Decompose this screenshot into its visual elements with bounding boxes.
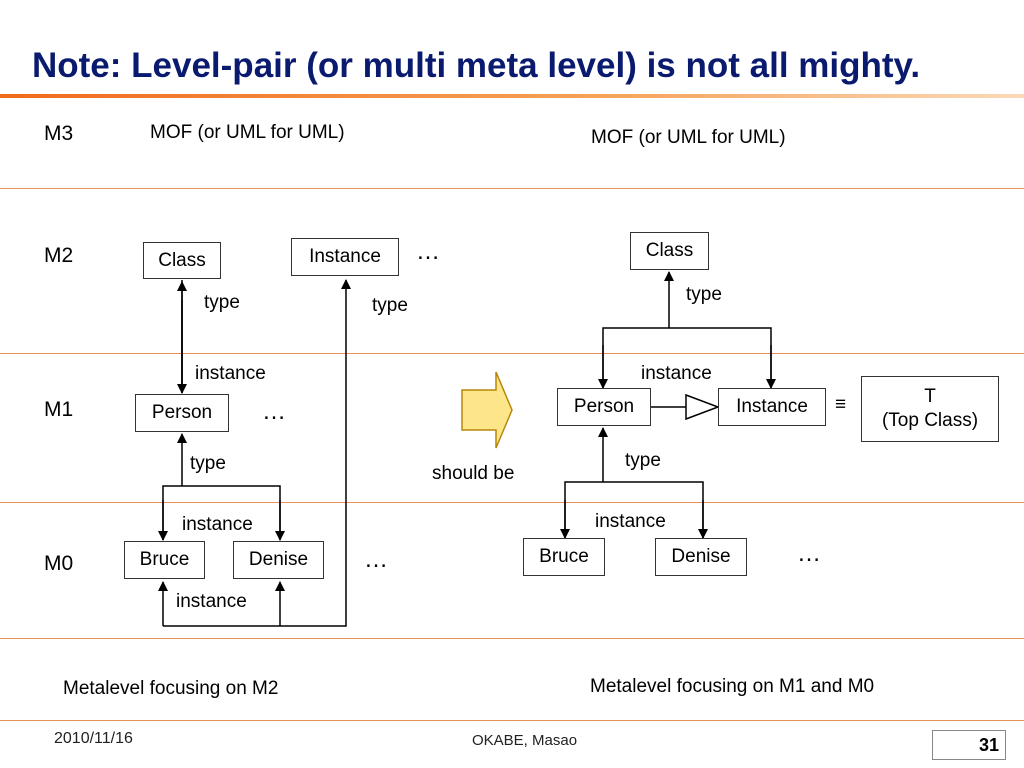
- title-rule: [0, 94, 1024, 98]
- left-dots-m1: …: [262, 398, 287, 425]
- left-class-box: Class: [143, 242, 221, 279]
- right-top-class-t: T: [924, 386, 936, 407]
- should-be-arrow: [461, 371, 513, 449]
- left-bruce-box: Bruce: [124, 541, 205, 579]
- left-denise-box: Denise: [233, 541, 324, 579]
- right-denise-box: Denise: [655, 538, 747, 576]
- left-mof-label: MOF (or UML for UML): [150, 122, 345, 143]
- left-instance-m0-label: instance: [182, 514, 253, 535]
- right-mof-label: MOF (or UML for UML): [591, 127, 786, 148]
- left-dots-m0: …: [364, 546, 389, 573]
- right-equiv-symbol: ≡: [835, 394, 847, 415]
- page-number: 31: [932, 730, 1006, 760]
- level-label-m1: M1: [44, 398, 74, 421]
- right-caption: Metalevel focusing on M1 and M0: [590, 676, 875, 697]
- right-instance-m1-label: instance: [641, 363, 712, 384]
- left-person-box: Person: [135, 394, 229, 432]
- footer-date: 2010/11/16: [54, 730, 133, 747]
- left-dots-m2: …: [416, 238, 441, 265]
- footer-author: OKABE, Masao: [472, 732, 578, 749]
- left-instance-person-label: instance: [195, 363, 266, 384]
- right-top-class-label: (Top Class): [881, 410, 979, 431]
- left-type-person-label: type: [190, 453, 226, 474]
- left-type-class-label: type: [204, 292, 240, 313]
- footer-rule: [0, 720, 1024, 721]
- right-top-class-box: T (Top Class): [861, 376, 999, 442]
- right-instance-box: Instance: [718, 388, 826, 426]
- level-separator-m1-m0: [0, 502, 1024, 503]
- left-caption: Metalevel focusing on M2: [63, 678, 279, 699]
- left-instance-box: Instance: [291, 238, 399, 276]
- left-instance-bottom-label: instance: [176, 591, 247, 612]
- level-label-m3: M3: [44, 122, 74, 145]
- level-separator-m0-bottom: [0, 638, 1024, 639]
- right-bruce-box: Bruce: [523, 538, 605, 576]
- right-type-person-label: type: [625, 450, 661, 471]
- right-type-class-label: type: [686, 284, 722, 305]
- right-dots-m0: …: [797, 540, 822, 567]
- right-generalization-triangle: [685, 393, 721, 421]
- should-be-label: should be: [432, 463, 515, 484]
- right-instance-m0-label: instance: [595, 511, 666, 532]
- level-separator-m2-m1: [0, 353, 1024, 354]
- left-bottom-instance-loop: [163, 279, 351, 627]
- left-type-instance-label: type: [372, 295, 408, 316]
- level-label-m0: M0: [44, 552, 74, 575]
- right-person-box: Person: [557, 388, 651, 426]
- level-separator-m3-m2: [0, 188, 1024, 189]
- level-label-m2: M2: [44, 244, 74, 267]
- right-class-box: Class: [630, 232, 709, 270]
- slide-title: Note: Level-pair (or multi meta level) i…: [32, 46, 921, 85]
